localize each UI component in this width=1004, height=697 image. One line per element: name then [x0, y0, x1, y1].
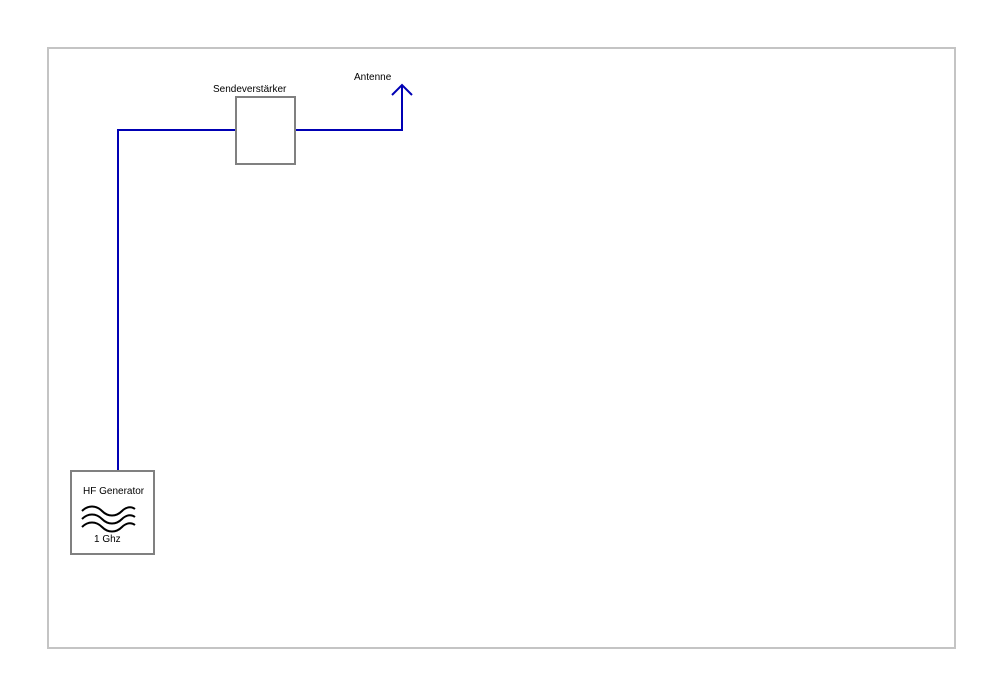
antenna-label: Antenne [354, 72, 392, 83]
amplifier-block[interactable] [235, 96, 296, 165]
sine-wave-icon [81, 505, 136, 533]
wire-generator-to-amplifier [117, 129, 236, 471]
wire-amplifier-to-antenna [295, 85, 403, 131]
generator-label: HF Generator [83, 486, 145, 497]
generator-block[interactable] [70, 470, 155, 555]
antenna-icon [391, 83, 413, 96]
generator-frequency: 1 Ghz [94, 534, 121, 545]
diagram-canvas [47, 47, 956, 649]
amplifier-label: Sendeverstärker [213, 84, 287, 95]
